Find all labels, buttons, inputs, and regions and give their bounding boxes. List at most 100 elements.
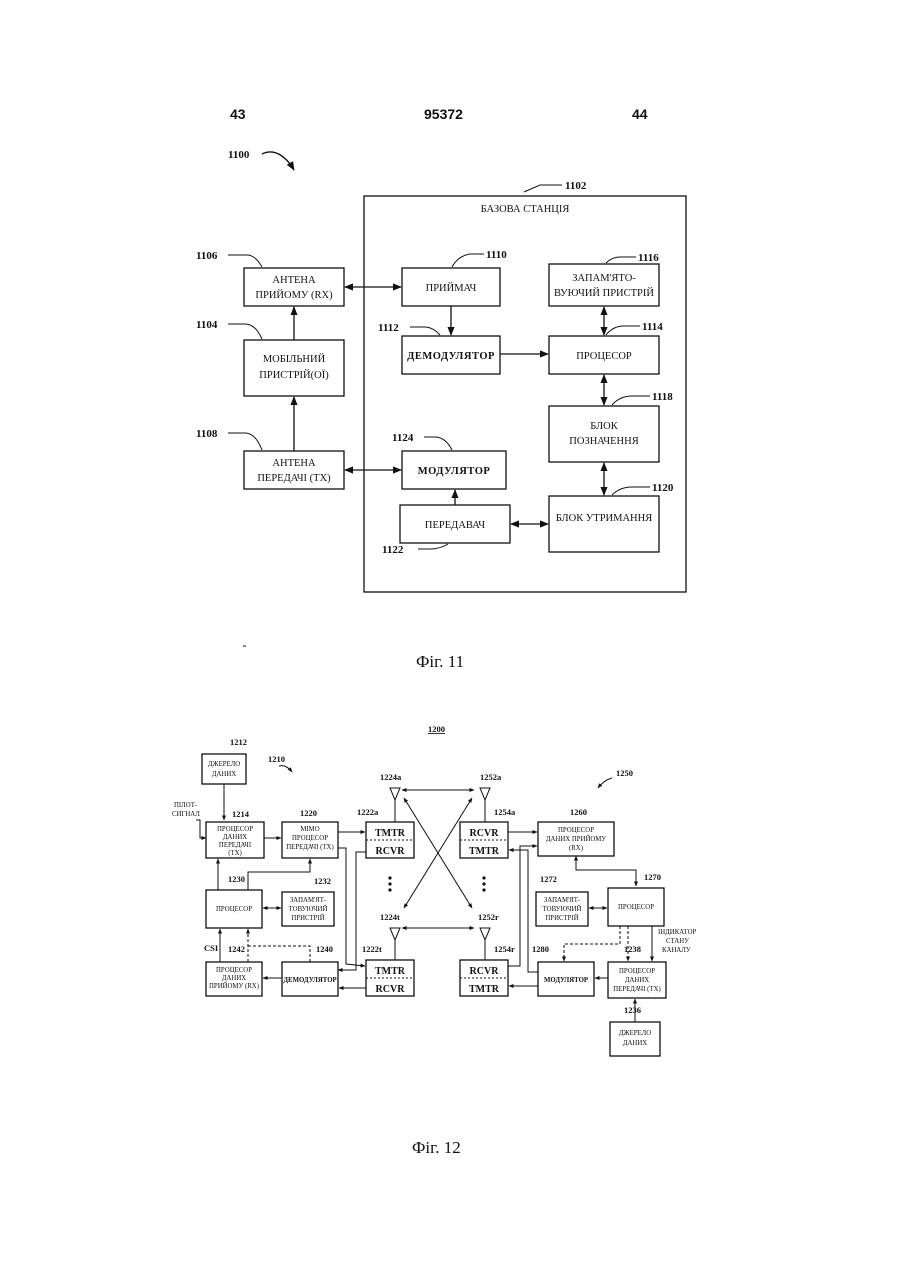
trx-right-r-ref: 1254r — [494, 944, 515, 954]
trx-right-a-top: RCVR — [470, 828, 500, 839]
antenna-1224a — [390, 788, 400, 822]
mem-left-label-2: ТОВУЮЧИЙ — [289, 905, 328, 913]
rx-antenna-ref: 1106 — [196, 250, 218, 262]
tx-system-ref: 1210 — [268, 754, 285, 764]
retention-label: БЛОК УТРИМАННЯ — [556, 513, 652, 524]
rx-antenna-leader — [228, 255, 262, 267]
trx-left-a-top: TMTR — [375, 828, 406, 839]
fig11-system-ref: 1100 — [228, 149, 250, 161]
modulator-ref: 1124 — [392, 432, 414, 444]
dot-right-1 — [482, 876, 485, 879]
tx-data-proc-label-1: ПРОЦЕСОР — [217, 826, 253, 833]
data-source-bottom-ref: 1236 — [624, 1005, 641, 1015]
csi-label: CSI — [204, 943, 219, 953]
antenna-1224t — [390, 928, 400, 960]
rx-proc-left-label-3: ПРИЙОМУ (RX) — [209, 982, 259, 990]
trx-left-a-bottom: RCVR — [376, 846, 406, 857]
mimo-label-3: ПЕРЕДАЧІ (TX) — [286, 844, 333, 851]
antenna-1224a-ref: 1224a — [380, 772, 402, 782]
proc-to-mimo-left-arrow — [248, 859, 310, 890]
antenna-1224t-ref: 1224t — [380, 912, 400, 922]
mobile-leader — [228, 324, 262, 339]
proc-to-mod-dashed — [564, 926, 620, 961]
antenna-1252r — [480, 928, 490, 960]
trx-left-t-top: TMTR — [375, 966, 406, 977]
trx-left-t-ref: 1222t — [362, 944, 382, 954]
designation-ref: 1118 — [652, 391, 673, 403]
trx-right-a-ref: 1254a — [494, 807, 516, 817]
rx-proc-left-label-1: ПРОЦЕСОР — [216, 967, 252, 974]
processor-ref: 1114 — [642, 321, 663, 333]
processor-label: ПРОЦЕСОР — [576, 351, 632, 362]
mobile-device-box — [244, 340, 344, 396]
demod-to-proc-left-dashed — [248, 946, 310, 962]
tx-antenna-label-2: ПЕРЕДАЧІ (TX) — [257, 473, 331, 484]
transmitter-ref: 1122 — [382, 544, 404, 556]
mobile-ref: 1104 — [196, 319, 218, 331]
dot-right-2 — [482, 882, 485, 885]
tx-antenna-label-1: АНТЕНА — [272, 458, 316, 469]
cqi-label-1: ІНДИКАТОР — [658, 929, 697, 936]
mem-right-label-1: ЗАПАМ'ЯТ- — [544, 897, 581, 904]
rx-system-ref: 1250 — [616, 768, 633, 778]
proc-right-ref: 1270 — [644, 872, 661, 882]
mobile-label-1: МОБІЛЬНИЙ — [263, 353, 326, 365]
tx-proc-right-label-2: ДАНИХ — [625, 977, 649, 984]
pilot-label-1: ПІЛОТ- — [174, 802, 198, 809]
tx-proc-right-label-3: ПЕРЕДАЧІ (TX) — [613, 986, 660, 993]
mem-right-ref: 1272 — [540, 874, 557, 884]
mem-left-ref: 1232 — [314, 876, 331, 886]
base-station-ref: 1102 — [565, 180, 587, 192]
antenna-1252a-ref: 1252a — [480, 772, 502, 782]
rx-antenna-label-2: ПРИЙОМУ (RX) — [255, 289, 333, 301]
base-station-label: БАЗОВА СТАНЦІЯ — [481, 204, 570, 215]
dot-left-3 — [388, 888, 391, 891]
tx-proc-right-ref: 1238 — [624, 944, 641, 954]
trx-right-r-bottom: TMTR — [469, 984, 500, 995]
memory-label-2: ВУЮЧИЙ ПРИСТРІЙ — [554, 287, 654, 299]
fig11-caption: Фіг. 11 — [416, 652, 464, 672]
data-source-bottom-box — [610, 1022, 660, 1056]
demodulator-ref: 1112 — [378, 322, 399, 334]
trx-right-a-bottom: TMTR — [469, 846, 500, 857]
transmitter-label: ПЕРЕДАВАЧ — [425, 520, 485, 531]
receiver-label: ПРИЙМАЧ — [426, 282, 477, 294]
pilot-label-2: СИГНАЛ — [172, 811, 200, 818]
rx-system-arrow — [598, 778, 612, 788]
tx-data-proc-label-4: (TX) — [228, 850, 242, 857]
memory-box — [549, 264, 659, 306]
receiver-ref: 1110 — [486, 249, 507, 261]
mod-right-ref: 1280 — [532, 944, 549, 954]
data-source-top-ref: 1212 — [230, 737, 247, 747]
rxproc-proc-right-link — [576, 856, 636, 886]
trx-left-a-ref: 1222a — [357, 807, 379, 817]
antenna-1252r-ref: 1252r — [478, 912, 499, 922]
rx-proc-right-ref: 1260 — [570, 807, 587, 817]
fig12-caption: Фіг. 12 — [412, 1138, 461, 1158]
memory-ref: 1116 — [638, 252, 659, 264]
retention-box — [549, 496, 659, 552]
dot-left-2 — [388, 882, 391, 885]
fig12-diagram: 1200 1210 1250 ДЖЕРЕЛО ДАНИХ 1212 ПІЛОТ-… — [172, 724, 697, 1056]
demod-left-ref: 1240 — [316, 944, 333, 954]
rx-proc-right-label-1: ПРОЦЕСОР — [558, 827, 594, 834]
trx-right-r-top: RCVR — [470, 966, 500, 977]
designation-label-2: ПОЗНАЧЕННЯ — [569, 436, 638, 447]
data-source-top-label-1: ДЖЕРЕЛО — [208, 761, 240, 768]
trx-left-t-bottom: RCVR — [376, 984, 406, 995]
base-station-leader — [524, 185, 562, 192]
dot-right-3 — [482, 888, 485, 891]
tx-antenna-leader — [228, 433, 262, 450]
demodulator-label: ДЕМОДУЛЯТОР — [407, 351, 495, 362]
designation-box — [549, 406, 659, 462]
demod-left-label: ДЕМОДУЛЯТОР — [283, 977, 336, 984]
data-source-bottom-label-2: ДАНИХ — [623, 1040, 647, 1047]
rx-proc-left-ref: 1242 — [228, 944, 245, 954]
antenna-1252a — [480, 788, 490, 822]
tx-data-proc-label-2: ДАНИХ — [223, 834, 247, 841]
mem-left-label-1: ЗАПАМ'ЯТ- — [290, 897, 327, 904]
memory-label-1: ЗАПАМ'ЯТО- — [572, 273, 636, 284]
tx-antenna-ref: 1108 — [196, 428, 218, 440]
pilot-arrow — [196, 820, 206, 838]
